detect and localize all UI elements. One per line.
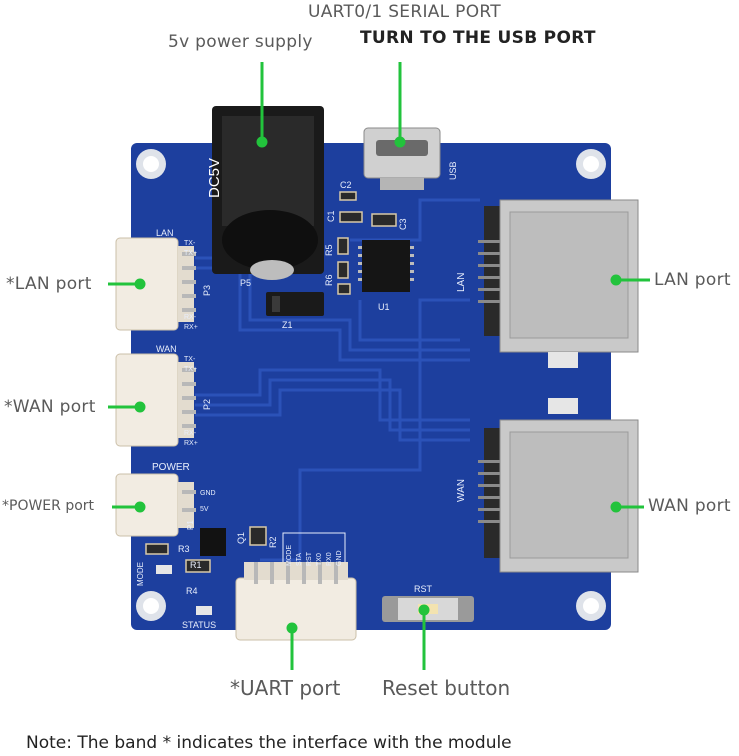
- footnote: Note: The band * indicates the interface…: [26, 733, 512, 753]
- silk-uart-pin-gnd: GND: [336, 550, 343, 566]
- silk-p5: P5: [240, 278, 252, 288]
- silk-r5: R5: [324, 244, 334, 256]
- silk-p3: P3: [202, 284, 212, 296]
- usb-turn-label: TURN TO THE USB PORT: [360, 28, 596, 48]
- diode-z1: [266, 292, 324, 316]
- silk-rx-plus: RX+: [184, 324, 198, 331]
- lan-port-left-label: *LAN port: [6, 274, 92, 294]
- wan-port-left-label: *WAN port: [4, 397, 96, 417]
- main-chip-u1: [358, 240, 414, 292]
- silk-uart-pin-sta: STA: [296, 552, 303, 566]
- silk-wan-tx-plus: TX+: [184, 366, 198, 373]
- silk-usb: USB: [448, 161, 458, 180]
- silk-wan-rx-minus: RX-: [184, 430, 197, 437]
- silk-r1: R1: [190, 560, 202, 570]
- callout-lines: [108, 62, 650, 670]
- silk-wan-header: WAN: [156, 344, 177, 354]
- wan-header-connector: [115, 353, 196, 447]
- pcb-traces: [195, 198, 480, 562]
- silk-rst: RST: [414, 584, 432, 594]
- silk-c1: C1: [326, 210, 336, 222]
- power-port-label: *POWER port: [2, 498, 95, 514]
- silk-wan-tx-minus: TX-: [184, 356, 196, 363]
- silk-p2: P2: [202, 398, 212, 410]
- silk-rx-minus: RX-: [184, 314, 197, 321]
- uart-header-connector: [235, 562, 357, 641]
- micro-usb-connector: [363, 127, 441, 190]
- silk-lan-header: LAN: [156, 228, 174, 238]
- silk-c2: C2: [340, 180, 352, 190]
- silk-z1: Z1: [282, 320, 293, 330]
- lan-header-connector: [115, 237, 196, 331]
- dc-power-jack: [212, 106, 324, 280]
- mounting-holes: [136, 149, 606, 621]
- silk-lan-rj45: LAN: [456, 272, 467, 292]
- silk-uart-pin-mode: MODE: [286, 545, 293, 566]
- silk-p1: P1: [186, 520, 195, 530]
- silk-gnd: GND: [200, 490, 216, 497]
- silk-c3: C3: [398, 218, 408, 230]
- uart-serial-label: UART0/1 SERIAL PORT: [308, 2, 501, 22]
- silk-status: STATUS: [182, 620, 217, 630]
- silk-wan-rj45: WAN: [456, 479, 467, 502]
- silk-dc5v: DC5V: [206, 157, 223, 198]
- silk-r3: R3: [178, 544, 190, 554]
- silk-uart-pin-rx0: RX0: [326, 552, 333, 566]
- silk-r6: R6: [324, 274, 334, 286]
- silk-5v: 5V: [200, 506, 209, 513]
- silk-r2: R2: [268, 536, 278, 548]
- silk-wan-rx-plus: RX+: [184, 440, 198, 447]
- silk-tx-plus: TX+: [184, 250, 198, 257]
- silk-tx-minus: TX-: [184, 240, 196, 247]
- silk-power-header: POWER: [152, 462, 190, 473]
- wan-port-right-label: WAN port: [648, 496, 731, 516]
- reset-button-label: Reset button: [382, 676, 511, 700]
- silk-u1: U1: [378, 302, 390, 312]
- passive-components: [145, 191, 397, 573]
- led-mode: [156, 565, 172, 574]
- led-status: [196, 606, 212, 615]
- silk-uart-pin-tx0: TX0: [316, 553, 323, 566]
- silk-r4: R4: [186, 586, 198, 596]
- uart-port-label: *UART port: [230, 676, 341, 700]
- transistor-q1: [200, 528, 226, 556]
- silk-q1: Q1: [236, 531, 246, 544]
- power-supply-label: 5v power supply: [168, 32, 313, 52]
- rj45-wan-jack: [478, 398, 639, 573]
- silk-uart-pin-rst: RST: [306, 552, 313, 566]
- silk-mode: MODE: [136, 562, 145, 586]
- power-header-connector: [115, 473, 196, 537]
- lan-port-right-label: LAN port: [654, 270, 731, 290]
